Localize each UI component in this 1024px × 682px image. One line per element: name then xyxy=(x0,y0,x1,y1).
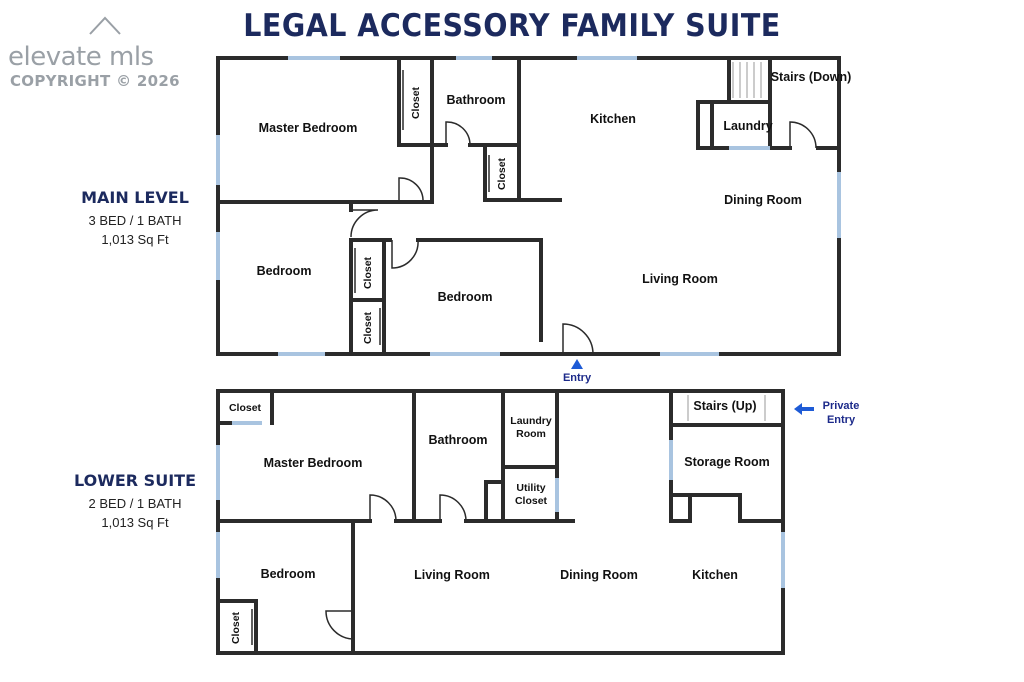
front-door xyxy=(562,323,594,355)
mls-logo: elevate mls COPYRIGHT © 2026 xyxy=(8,14,198,94)
lower-stairs-label: Stairs (Up) xyxy=(693,399,756,413)
lower-utility-label-2: Closet xyxy=(515,495,548,507)
main-doors xyxy=(350,70,817,355)
lower-living-room-label: Living Room xyxy=(414,568,490,582)
main-stairs xyxy=(732,62,762,98)
bedroom1-door xyxy=(350,209,379,238)
private-entry-arrow-icon xyxy=(794,403,814,415)
logo-name: elevate mls xyxy=(8,42,154,72)
main-windows xyxy=(216,56,841,356)
private-entry-label-2: Entry xyxy=(827,414,856,426)
main-bathroom-label: Bathroom xyxy=(446,93,505,107)
main-bed1-closet-label: Closet xyxy=(362,256,374,289)
lower-suite-beds-baths: 2 BED / 1 BATH xyxy=(88,496,182,511)
main-hall-closet-label: Closet xyxy=(496,157,508,190)
lower-dining-room-label: Dining Room xyxy=(560,568,638,582)
main-level-summary: MAIN LEVEL 3 BED / 1 BATH 1,013 Sq Ft xyxy=(50,188,220,247)
lower-suite-summary: LOWER SUITE 2 BED / 1 BATH 1,013 Sq Ft xyxy=(50,471,220,530)
lower-closet-label: Closet xyxy=(229,402,262,414)
lower-suite-sqft: 1,013 Sq Ft xyxy=(101,515,169,530)
main-bed2-closet-label: Closet xyxy=(362,311,374,344)
laundry-door xyxy=(789,121,817,149)
lower-bedroom-door xyxy=(325,610,354,640)
lower-stairs xyxy=(687,395,766,421)
lower-kitchen-label: Kitchen xyxy=(692,568,738,582)
lower-windows xyxy=(216,421,785,588)
main-level-plan xyxy=(216,56,841,356)
bathroom-door xyxy=(445,121,471,146)
lower-bed-closet-label: Closet xyxy=(230,611,242,644)
lower-bathroom-label: Bathroom xyxy=(428,433,487,447)
main-level-heading: MAIN LEVEL xyxy=(81,188,189,207)
lower-laundry-label-1: Laundry xyxy=(510,415,552,427)
main-level-sqft: 1,013 Sq Ft xyxy=(101,232,169,247)
main-master-bedroom-label: Master Bedroom xyxy=(259,121,358,135)
house-roof-icon xyxy=(89,16,121,35)
main-dining-room-label: Dining Room xyxy=(724,193,802,207)
lower-storage-room-label: Storage Room xyxy=(684,455,769,469)
lower-suite-heading: LOWER SUITE xyxy=(73,471,196,490)
lower-bath-door xyxy=(439,494,467,522)
main-bedroom1-label: Bedroom xyxy=(257,264,312,278)
main-master-closet-label: Closet xyxy=(410,86,422,119)
lower-master-door xyxy=(369,494,397,522)
main-kitchen-label: Kitchen xyxy=(590,112,636,126)
main-level-beds-baths: 3 BED / 1 BATH xyxy=(88,213,182,228)
bedroom2-door xyxy=(391,239,419,269)
lower-doors xyxy=(251,494,467,645)
lower-laundry-label-2: Room xyxy=(516,428,546,440)
main-stairs-label: Stairs (Down) xyxy=(771,70,852,84)
lower-master-bedroom-label: Master Bedroom xyxy=(264,456,363,470)
master-door xyxy=(398,177,424,203)
entry-label: Entry xyxy=(563,372,592,384)
page-title: LEGAL ACCESSORY FAMILY SUITE xyxy=(243,8,781,44)
entry-arrow-icon xyxy=(571,359,583,369)
main-living-room-label: Living Room xyxy=(642,272,718,286)
logo-copyright: COPYRIGHT © 2026 xyxy=(10,72,180,90)
main-bedroom2-label: Bedroom xyxy=(438,290,493,304)
lower-suite-plan xyxy=(216,389,785,655)
private-entry-label-1: Private xyxy=(823,400,860,412)
lower-utility-label-1: Utility xyxy=(516,482,545,494)
main-laundry-label: Laundry xyxy=(723,119,772,133)
lower-bedroom-label: Bedroom xyxy=(261,567,316,581)
